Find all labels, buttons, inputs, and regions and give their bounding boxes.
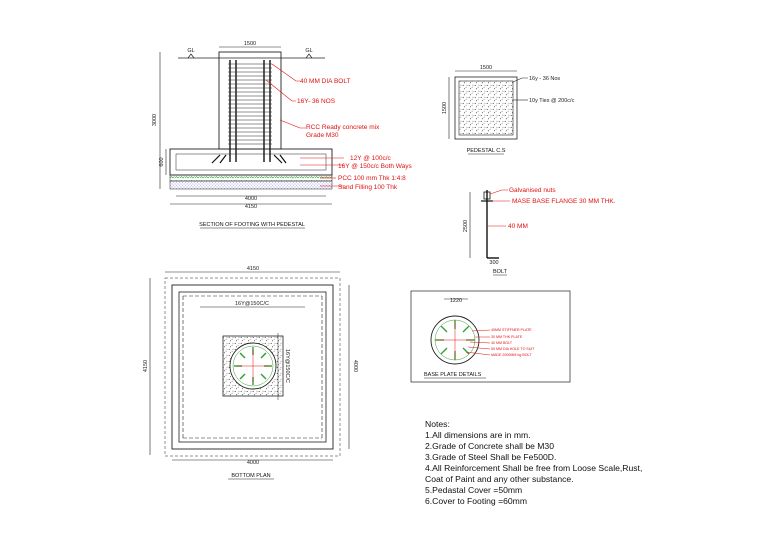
bolt-label-flange: MASE BASE FLANGE 30 MM THK.	[512, 198, 616, 205]
bolt-dim-b: 300	[489, 260, 498, 266]
pedestal-cs-dim-w: 1500	[480, 65, 492, 71]
bolt-title: BOLT	[493, 269, 508, 275]
pedestal-cs-label-ties: 10y Ties @ 200c/c	[529, 98, 575, 104]
bottom-plan: 4150 4150 16Y@150C/C 16Y@150C/C 4000 400…	[143, 266, 358, 480]
section-title: SECTION OF FOOTING WITH PEDESTAL	[199, 222, 305, 228]
plan-dim-bottom: 4000	[247, 460, 259, 466]
note-6: 6.Cover to Footing =60mm	[425, 496, 527, 506]
base-plate-label-2: 30 MM THK PLATE	[491, 335, 523, 339]
pedestal-cs-dim-h: 1500	[442, 102, 448, 114]
bolt-dim-h: 2500	[463, 220, 469, 232]
pedestal-bars	[229, 60, 271, 162]
plan-footing-inner	[178, 291, 327, 443]
note-4: 4.All Reinforcement Shall be free from L…	[425, 463, 642, 473]
label-bolt: 40 MM DIA BOLT	[300, 78, 350, 85]
plan-dim-top: 4150	[247, 266, 259, 272]
gl-left-label: GL	[187, 48, 194, 54]
pedestal-cross-section: 1500 1500 16y - 36 Nos 10y Ties @ 200c/c…	[442, 65, 575, 155]
bolt-nut	[483, 191, 491, 200]
label-rcc: RCC Ready concrete mix	[306, 124, 380, 131]
dim-4150: 4150	[245, 204, 257, 210]
label-grade: Grade M30	[306, 132, 339, 139]
pcc-layer	[169, 174, 333, 182]
section-leaders	[265, 63, 344, 187]
base-plate-frame	[410, 290, 571, 383]
base-plate-dim: 1220	[450, 298, 462, 304]
base-plate-label-1: 40MM STIFFNER PLATE	[491, 328, 532, 332]
footing-outline	[169, 148, 333, 176]
plan-bar-v: 16Y@150C/C	[284, 349, 290, 383]
plan-footing-outline	[171, 284, 334, 450]
label-bar16: 16Y @ 150c/c Both Ways	[338, 163, 413, 170]
label-bar12: 12Y @ 100c/c	[350, 155, 392, 162]
notes-block: Notes: 1.All dimensions are in mm. 2.Gra…	[425, 419, 642, 506]
sand-layer	[169, 180, 333, 190]
plan-pcc-outline	[164, 277, 341, 457]
plan-bar-h: 16Y@150C/C	[235, 301, 269, 307]
dim-height: 3000	[152, 114, 158, 126]
section-footing-pedestal: GL GL 1500	[152, 41, 413, 229]
note-4-cont: Coat of Paint and any other substance.	[425, 474, 574, 484]
bolt-label-nuts: Galvanised nuts	[509, 187, 556, 194]
base-plate-label-5: MADE 2000MM bg BOLT	[491, 353, 532, 357]
pedestal-cs-outline	[454, 76, 518, 140]
pedestal-cs-concrete	[458, 80, 514, 136]
label-bars: 16Y- 36 NOS	[297, 98, 336, 105]
label-pcc: PCC 100 mm Thk 1:4:8	[338, 175, 406, 182]
base-plate-label-3: 40 MM BOLT	[491, 341, 513, 345]
bolt-detail: 2500 300 Galvanised nuts MASE BASE FLANG…	[463, 187, 616, 276]
gl-right-label: GL	[305, 48, 312, 54]
base-plate-details: 1220 40MM STIFFNER PLATE 30 MM THK PLATE…	[410, 290, 571, 383]
plan-dim-right: 4000	[352, 360, 358, 372]
pedestal-ties	[228, 63, 272, 145]
note-1: 1.All dimensions are in mm.	[425, 430, 531, 440]
note-5: 5.Pedastal Cover =50mm	[425, 485, 522, 495]
base-plate-label-4: 50 MM DIA HOLE TO SUIT	[491, 347, 535, 351]
dim-base-height: 600	[159, 157, 165, 166]
label-sand: Sand Filling 100 Thk	[338, 184, 398, 191]
bolt-label-dia: 40 MM	[508, 223, 528, 230]
dim-4000: 4000	[245, 196, 257, 202]
plan-title: BOTTOM PLAN	[231, 473, 270, 479]
notes-heading: Notes:	[425, 419, 450, 429]
base-plate-title: BASE PLATE DETAILS	[424, 372, 482, 378]
note-2: 2.Grade of Concrete shall be M30	[425, 441, 554, 451]
pedestal-cs-label-bars: 16y - 36 Nos	[529, 76, 560, 82]
note-3: 3.Grade of Steel Shall be Fe500D.	[425, 452, 556, 462]
plan-dim-left: 4150	[143, 360, 149, 372]
dim-pedestal-width: 1500	[244, 41, 256, 47]
pedestal-outline	[218, 51, 282, 150]
pedestal-cs-title: PEDESTAL C.S	[467, 148, 506, 154]
